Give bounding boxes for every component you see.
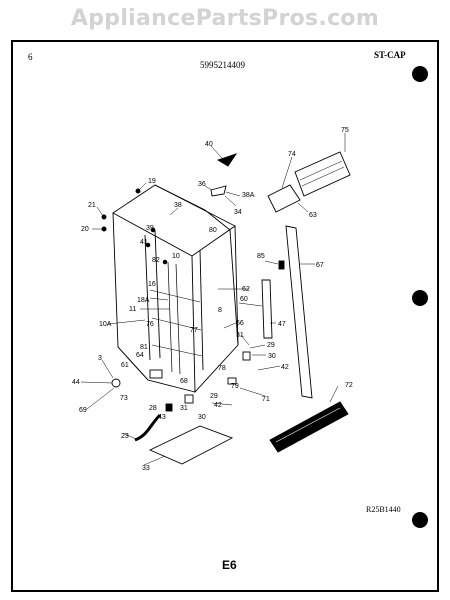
callout-21: 21	[88, 202, 96, 209]
callout-34: 34	[234, 209, 242, 216]
callout-38: 38	[174, 202, 182, 209]
callout-41: 41	[140, 239, 148, 246]
callout-78: 78	[218, 365, 226, 372]
callout-85: 85	[257, 253, 265, 260]
callout-73: 73	[120, 395, 128, 402]
trim-strip-67	[285, 225, 313, 399]
clip-43	[165, 403, 173, 412]
bracket-79	[227, 377, 237, 385]
leveler-44	[111, 378, 121, 388]
callout-31b: 31	[180, 405, 188, 412]
callout-82: 82	[152, 257, 160, 264]
callout-40: 40	[205, 141, 213, 148]
callout-67: 67	[316, 262, 324, 269]
callout-30b: 30	[198, 414, 206, 421]
callout-63: 63	[309, 212, 317, 219]
drain-pan-33	[148, 425, 234, 465]
callout-23: 23	[121, 433, 129, 440]
callout-42b: 42	[214, 402, 222, 409]
center-mullion	[167, 261, 181, 375]
callout-33: 33	[142, 465, 150, 472]
door-panel-74	[267, 184, 301, 213]
bracket-30	[242, 351, 251, 361]
callout-80: 80	[209, 227, 217, 234]
callout-66: 66	[236, 320, 244, 327]
callout-81: 81	[140, 344, 148, 351]
callout-47: 47	[278, 321, 286, 328]
drawing-code: R25B1440	[366, 505, 401, 514]
screw-82	[162, 259, 168, 265]
callout-43: 43	[158, 414, 166, 421]
drain-tube-23	[134, 413, 162, 442]
liner-divider	[144, 229, 204, 371]
callout-11: 11	[129, 306, 136, 313]
cabinet-bottom-edge	[117, 346, 196, 393]
trim-strip-47	[261, 279, 273, 339]
callout-10: 10	[172, 253, 180, 260]
roller-64	[149, 369, 163, 379]
callout-30: 30	[268, 353, 276, 360]
callout-61: 61	[121, 362, 129, 369]
binder-hole-middle	[412, 290, 428, 306]
model-number: 5995214409	[200, 60, 245, 70]
callout-76: 76	[146, 321, 154, 328]
callout-29b: 29	[210, 393, 218, 400]
callout-29: 29	[267, 342, 275, 349]
watermark: AppliancePartsPros.com	[70, 6, 380, 31]
callout-38a: 38A	[242, 192, 255, 199]
page-index: 6	[28, 52, 33, 62]
callout-44: 44	[72, 379, 80, 386]
bracket-30b	[184, 394, 194, 404]
grille-72	[269, 401, 349, 453]
screw-39	[150, 227, 156, 233]
part-40	[216, 153, 238, 167]
callout-8: 8	[218, 307, 222, 314]
clip-85	[278, 260, 285, 270]
door-panel-75	[294, 151, 351, 197]
callout-71: 71	[262, 396, 270, 403]
callout-16: 16	[148, 281, 156, 288]
callout-3: 3	[98, 355, 102, 362]
callout-18a: 18A	[137, 297, 150, 304]
callout-79: 79	[231, 383, 239, 390]
screw-41	[145, 242, 151, 248]
liner-shelf	[149, 289, 203, 357]
hinge-36	[210, 185, 227, 197]
callout-36: 36	[198, 181, 206, 188]
callout-74: 74	[288, 151, 296, 158]
callout-31: 31	[236, 332, 244, 339]
callout-28: 28	[149, 405, 157, 412]
screw-20	[101, 226, 107, 232]
page-label: E6	[222, 558, 237, 572]
callout-10a: 10A	[99, 321, 112, 328]
callout-62: 62	[242, 286, 250, 293]
cabinet-back-edge	[154, 184, 239, 346]
callout-64: 64	[136, 352, 144, 359]
callout-69: 69	[79, 407, 87, 414]
callout-68: 68	[180, 378, 188, 385]
callout-60: 60	[240, 296, 248, 303]
binder-hole-top	[412, 66, 428, 82]
section-code: ST-CAP	[374, 50, 406, 60]
callout-72: 72	[345, 382, 353, 389]
top-band	[0, 0, 450, 40]
binder-hole-bottom	[412, 512, 428, 528]
callout-77: 77	[190, 327, 198, 334]
cabinet-front	[191, 225, 239, 394]
callout-39: 39	[146, 225, 154, 232]
drawing-frame	[11, 40, 439, 592]
callout-20: 20	[81, 226, 89, 233]
callout-19: 19	[148, 178, 156, 185]
callout-42: 42	[281, 364, 289, 371]
callout-75: 75	[341, 127, 349, 134]
